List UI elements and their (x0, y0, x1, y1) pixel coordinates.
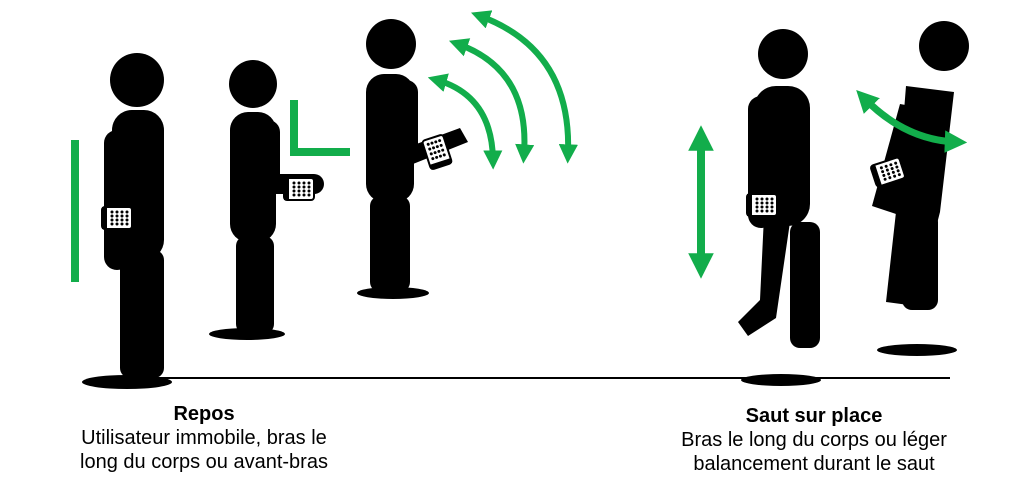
right-angle-marker-icon (294, 100, 350, 152)
caption-title: Repos (74, 402, 334, 426)
caption-repos: Repos Utilisateur immobile, bras le long… (74, 402, 334, 474)
microbit-device-icon (102, 207, 132, 229)
caption-saut: Saut sur place Bras le long du corps ou … (624, 404, 1004, 476)
caption-line: Utilisateur immobile, bras le (74, 426, 334, 450)
caption-line: long du corps ou avant-bras (74, 450, 334, 474)
person-standing-arm-down-icon (75, 53, 172, 389)
caption-line: balancement durant le saut (624, 452, 1004, 476)
microbit-device-icon (747, 194, 777, 216)
person-jumping-arm-swing-icon (864, 21, 969, 356)
person-jumping-icon (701, 29, 821, 386)
person-standing-forearm-bent-icon (209, 60, 350, 340)
caption-line: Bras le long du corps ou léger (624, 428, 1004, 452)
microbit-device-icon (284, 178, 314, 200)
shadow (877, 344, 957, 356)
caption-title: Saut sur place (624, 404, 1004, 428)
person-standing-arm-raised-icon (357, 16, 568, 299)
shadow (741, 374, 821, 386)
